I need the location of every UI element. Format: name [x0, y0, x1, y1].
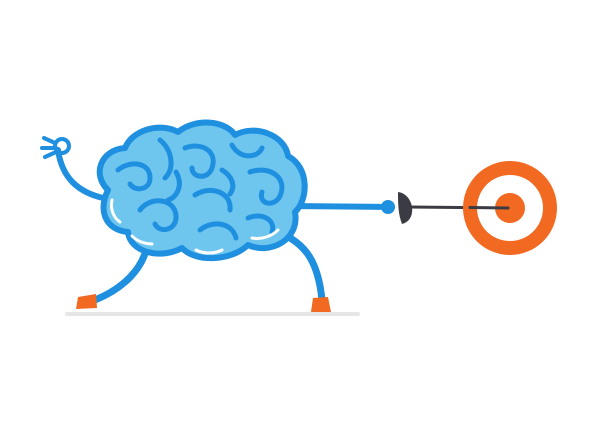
target-icon — [463, 161, 557, 255]
ground-line — [65, 312, 360, 316]
raised-arm — [55, 147, 106, 201]
brain-icon — [96, 119, 308, 262]
sword-guard — [398, 192, 413, 224]
sword-tip — [468, 206, 510, 210]
sword-arm — [287, 200, 395, 214]
front-shoe — [311, 297, 331, 312]
ok-hand-gesture-icon — [40, 136, 71, 159]
back-shoe — [76, 294, 97, 309]
